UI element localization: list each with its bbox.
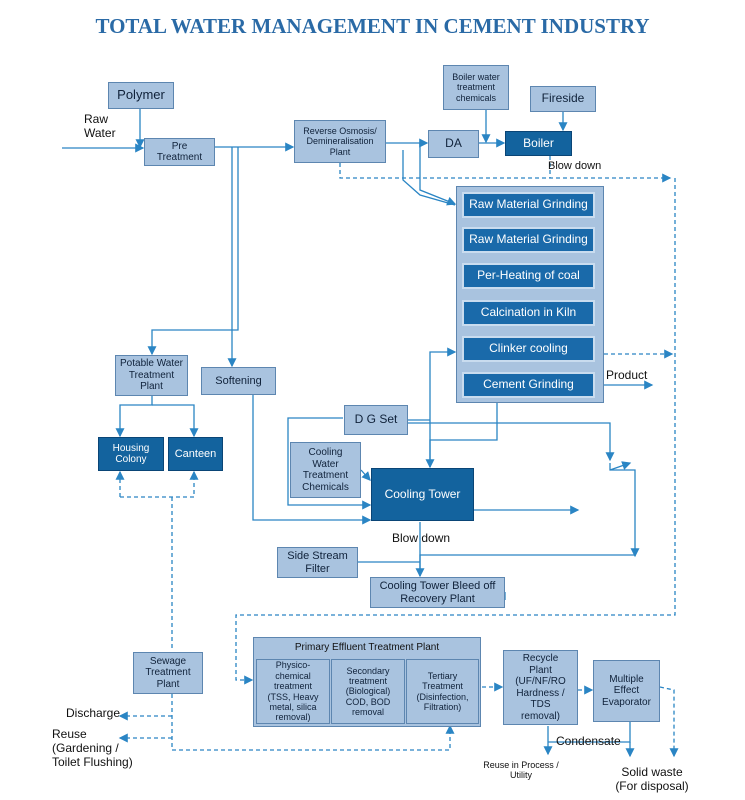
process-step-raw-material-grinding-2: Raw Material Grinding bbox=[462, 227, 595, 253]
product-label: Product bbox=[606, 368, 648, 382]
flow-connector-36 bbox=[171, 694, 455, 751]
flow-connector-34 bbox=[120, 470, 199, 498]
flow-connector-20 bbox=[360, 469, 371, 481]
reuse-gardening-label: Reuse(Gardening /Toilet Flushing) bbox=[52, 727, 133, 769]
process-step-raw-material-grinding-1: Raw Material Grinding bbox=[462, 192, 595, 218]
dg-set-box: D G Set bbox=[344, 405, 408, 435]
flow-connector-16 bbox=[429, 347, 457, 467]
flow-connector-11 bbox=[147, 147, 239, 356]
flow-connector-18 bbox=[408, 422, 615, 462]
process-step-calcination-kiln: Calcination in Kiln bbox=[462, 300, 595, 326]
primary-effluent-title: Primary Effluent Treatment Plant bbox=[294, 642, 440, 653]
flow-connector-8 bbox=[419, 143, 457, 206]
process-step-clinker-cooling: Clinker cooling bbox=[462, 336, 595, 362]
blow-down-label-cooling: Blow down bbox=[392, 531, 451, 545]
diagram-title: TOTAL WATER MANAGEMENT IN CEMENT INDUSTR… bbox=[95, 14, 650, 38]
reuse-process-label: Reuse in Process /Utility bbox=[483, 760, 559, 781]
softening-box: Softening bbox=[201, 367, 276, 395]
flow-connector-9 bbox=[402, 150, 456, 206]
flow-connector-43 bbox=[548, 722, 631, 743]
boiler-box: Boiler bbox=[505, 131, 572, 156]
blow-down-label-boiler: Blow down bbox=[548, 160, 602, 172]
process-step-cement-grinding: Cement Grinding bbox=[462, 372, 595, 398]
cooling-tower-box: Cooling Tower bbox=[371, 468, 474, 521]
solid-waste-label: Solid waste(For disposal) bbox=[615, 765, 689, 793]
discharge-label: Discharge bbox=[66, 706, 121, 720]
canteen-box: Canteen bbox=[168, 437, 223, 471]
flow-connector-13 bbox=[152, 404, 199, 438]
flow-connector-23 bbox=[609, 461, 632, 471]
flow-connector-19 bbox=[287, 417, 372, 510]
process-panel bbox=[456, 186, 604, 403]
flow-connector-15 bbox=[425, 403, 498, 469]
polymer-box: Polymer bbox=[108, 82, 174, 109]
fireside-box: Fireside bbox=[530, 86, 596, 112]
da-box: DA bbox=[428, 130, 479, 158]
flow-connector-29 bbox=[339, 163, 672, 183]
flow-connector-14 bbox=[252, 395, 372, 525]
process-step-preheating-coal: Per-Heating of coal bbox=[462, 263, 595, 289]
flow-connector-41 bbox=[659, 686, 679, 758]
flow-connector-32 bbox=[235, 178, 676, 685]
flow-connector-12 bbox=[115, 396, 153, 438]
condensate-label: Condensate bbox=[556, 734, 621, 748]
